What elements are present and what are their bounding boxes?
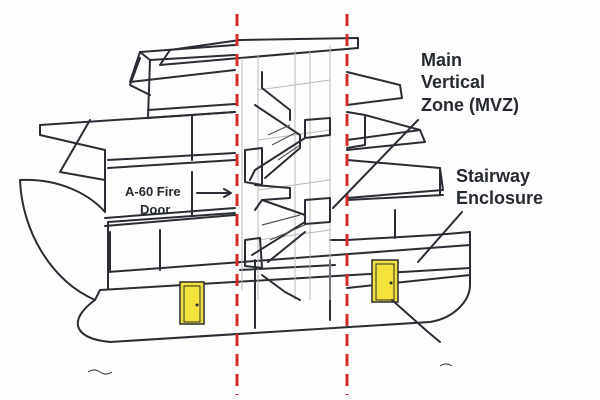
- fire-doors: [179, 259, 399, 325]
- label-mvz-line2: Vertical: [421, 72, 485, 92]
- label-fire-door-line2: Door: [140, 202, 170, 217]
- water-marks: [87, 363, 453, 375]
- leader-lines: [196, 119, 463, 343]
- arrow-icon: [196, 188, 232, 198]
- ship-hull: [19, 111, 471, 343]
- label-stairway-line2: Enclosure: [456, 188, 543, 208]
- label-stairway-line1: Stairway: [456, 166, 530, 186]
- label-stairway-enclosure: Stairway Enclosure: [456, 166, 543, 208]
- label-mvz-line3: Zone (MVZ): [421, 95, 519, 115]
- label-mvz-line1: Main: [421, 50, 462, 70]
- stairway-enclosure: [241, 45, 331, 301]
- label-fire-door: A-60 Fire Door: [125, 184, 181, 217]
- mvz-boundaries: [235, 14, 349, 395]
- label-mvz: Main Vertical Zone (MVZ): [421, 50, 519, 115]
- label-fire-door-line1: A-60 Fire: [125, 184, 181, 199]
- superstructure-decks: [59, 37, 471, 329]
